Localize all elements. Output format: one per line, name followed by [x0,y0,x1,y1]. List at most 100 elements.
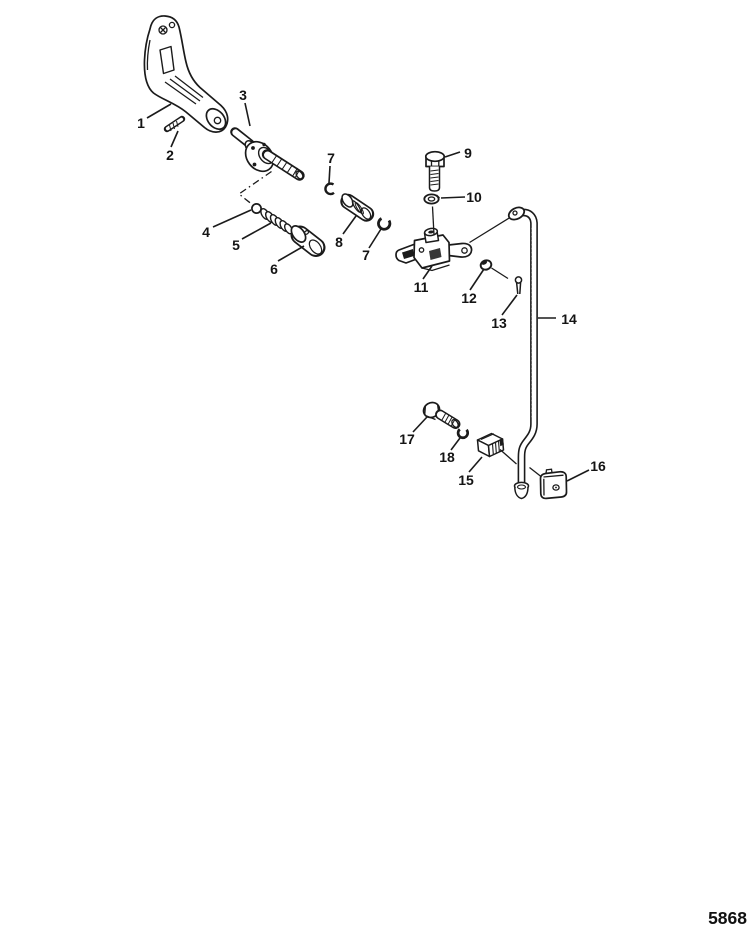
lever-boss-face [205,107,227,131]
rod-eyelet-hole [512,210,518,216]
roller-groove [354,202,364,215]
shaft-spline-hatch [271,154,300,178]
part-17-bolt [422,401,461,429]
rod-tip-cup [514,487,529,500]
pin-knurl [169,120,179,132]
roller-end-face [341,193,354,208]
cam-disc-hole [252,162,257,167]
lever-head-screw-icon [158,25,168,35]
callout-leader-8 [342,215,357,235]
lever-slot-window [159,45,175,75]
cam-disc-hole [262,142,266,147]
lever-boss-hole [213,116,222,125]
alignment-centerline [237,170,272,209]
callout-leader-5 [241,222,272,240]
part-2-pin [163,115,186,133]
drawing-number: 5868 [708,908,747,928]
rod-to-block16-line [529,466,542,478]
part-7-ring-upper [324,182,335,196]
part-1-lever [143,15,229,133]
callout-leader-16 [566,469,590,482]
callout-label-18: 18 [439,449,455,465]
shaft-tip-cap [295,170,304,180]
callout-leader-13 [501,294,518,316]
callout-leader-11 [422,265,433,280]
callout-leader-7 [368,228,382,249]
lever-head-pin-hole [168,21,176,29]
rod-body-fill [519,210,537,482]
bushing-end-face [290,225,307,243]
callout-label-2: 2 [166,147,174,163]
washer-split [436,194,440,199]
bolt-head-top [424,150,446,163]
bracket-face-hole [418,247,425,253]
grommet-to-rod-line [491,267,509,280]
bracket-window [429,248,442,260]
grommet-flange [480,266,492,271]
callout-label-4: 4 [202,224,210,240]
part-9-bolt [424,150,446,192]
bushing-side-hole [303,230,310,235]
washer-inner [427,196,436,202]
part-3-shaft [230,127,305,181]
block15-notch [499,438,504,447]
callout-label-5: 5 [232,237,240,253]
callout-leader-18 [450,437,461,451]
part-15-retainer-block [476,432,505,458]
callout-label-7: 7 [327,150,335,166]
lever-outline [143,15,229,133]
roller-rim [360,207,372,220]
callout-leader-17 [412,416,428,433]
lever-ribs [146,39,204,105]
callout-label-1: 1 [137,115,145,131]
callout-label-8: 8 [335,234,343,250]
washer-outer [423,193,440,205]
part-5-spring [260,208,294,235]
cotter-pin-loop [514,276,523,284]
cotter-pin-legs [515,282,522,295]
callout-label-13: 13 [491,315,507,331]
bracket-to-rod-line [469,216,511,244]
part-13-cotter-pin [514,276,523,295]
callout-leader-1 [146,103,172,119]
bolt17-tip [451,419,459,428]
callout-label-16: 16 [590,458,606,474]
part-18-ring [456,428,470,440]
bolt-axis-line [431,206,435,236]
bracket-boss-hole [428,230,434,234]
bracket-arm [447,242,473,258]
bracket-bottom-edge [421,264,450,272]
part-8-roller [340,193,375,222]
callout-label-14: 14 [561,311,577,327]
callout-leader-4 [212,209,252,228]
part-10-washer [423,193,440,205]
callout-leader-7 [328,165,331,184]
callout-leader-2 [170,130,179,148]
callout-leader-15 [468,456,483,473]
callout-leader-6 [277,245,305,262]
callout-label-6: 6 [270,261,278,277]
callout-leader-10 [440,196,466,199]
lever-head-screw-cross [160,27,166,33]
callout-label-9: 9 [464,145,472,161]
callout-label-15: 15 [458,472,474,488]
grommet-opening [481,260,488,265]
part-6-bushing [290,225,326,257]
bolt-threads [430,169,439,186]
callout-label-3: 3 [239,87,247,103]
bolt-head-facets [430,160,440,167]
block16-top-notch [543,468,564,496]
callout-label-17: 17 [399,431,415,447]
block16-hole [552,484,560,491]
part-7-ring-lower [377,217,392,231]
part-16-anchor-block [539,468,568,500]
callout-label-7: 7 [362,247,370,263]
callout-leader-12 [469,268,485,291]
shaft-splined-fill [264,151,303,179]
bracket-fork-slot [402,249,414,259]
block15-grooves [480,433,500,455]
callout-label-11: 11 [414,279,429,295]
